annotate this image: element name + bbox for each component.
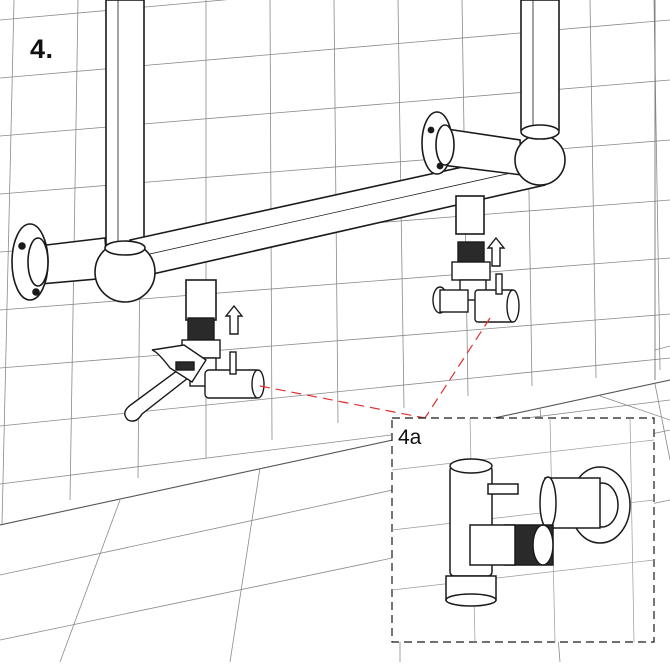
detail-inset [391,417,655,643]
drop-pipe-left [185,279,217,321]
up-arrow-icon [486,236,506,267]
threaded-adapter-right [451,241,491,281]
detail-inset-valve [445,458,631,607]
vertical-pipe-right [520,0,560,131]
up-arrow-icon [224,304,244,335]
adjustable-wrench [124,344,207,422]
towel-rail [11,0,566,321]
angle-valve-right [432,241,520,323]
vertical-pipe-left [105,0,145,246]
drop-pipe-right [455,195,485,235]
detail-label: 4a [398,426,422,449]
step-label: 4. [30,34,54,64]
elbow-joint-right [514,134,566,186]
detail-leader-lines [259,317,491,419]
